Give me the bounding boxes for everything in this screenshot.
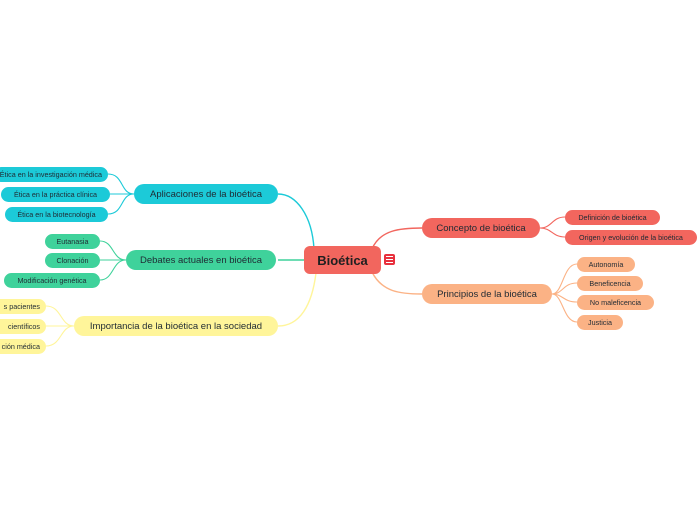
branch-debates-label: Debates actuales en bioética (140, 254, 262, 266)
concepto-child-1-label: Definición de bioética (578, 213, 647, 222)
aplicaciones-child-3[interactable]: Ética en la biotecnología (5, 207, 108, 222)
branch-importancia-label: Importancia de la bioética en la socieda… (89, 320, 263, 332)
branch-principios-label: Principios de la bioética (437, 288, 537, 300)
principios-child-2-label: Beneficencia (589, 279, 631, 288)
concepto-child-1[interactable]: Definición de bioética (565, 210, 660, 225)
importancia-child-1[interactable]: s pacientes (0, 299, 46, 314)
aplicaciones-child-2-label: Ética en la práctica clínica (13, 190, 98, 199)
importancia-child-2-label: científicos (8, 322, 40, 331)
branch-importancia[interactable]: Importancia de la bioética en la socieda… (74, 316, 278, 336)
concepto-child-2[interactable]: Origen y evolución de la bioética (565, 230, 697, 245)
principios-child-4[interactable]: Justicia (577, 315, 623, 330)
menu-icon[interactable] (384, 254, 395, 265)
principios-child-3[interactable]: No maleficencia (577, 295, 654, 310)
principios-child-3-label: No maleficencia (589, 298, 642, 307)
principios-child-2[interactable]: Beneficencia (577, 276, 643, 291)
branch-principios[interactable]: Principios de la bioética (422, 284, 552, 304)
aplicaciones-child-2[interactable]: Ética en la práctica clínica (1, 187, 110, 202)
branch-concepto[interactable]: Concepto de bioética (422, 218, 540, 238)
importancia-child-3[interactable]: ción médica (0, 339, 46, 354)
aplicaciones-child-1-label: Ética en la investigación médica (0, 170, 102, 179)
concepto-child-2-label: Origen y evolución de la bioética (579, 233, 683, 242)
principios-child-4-label: Justicia (588, 318, 612, 327)
debates-child-2-label: Clonación (56, 256, 89, 265)
importancia-child-3-label: ción médica (1, 342, 40, 351)
debates-child-3-label: Modificación genética (17, 276, 87, 285)
root-node[interactable]: Bioética (304, 246, 381, 274)
root-label: Bioética (317, 252, 368, 268)
importancia-child-1-label: s pacientes (3, 302, 40, 311)
principios-child-1-label: Autonomía (588, 260, 624, 269)
debates-child-3[interactable]: Modificación genética (4, 273, 100, 288)
debates-child-1[interactable]: Eutanasia (45, 234, 100, 249)
branch-aplicaciones-label: Aplicaciones de la bioética (150, 188, 262, 200)
aplicaciones-child-3-label: Ética en la biotecnología (17, 210, 96, 219)
debates-child-1-label: Eutanasia (56, 237, 89, 246)
importancia-child-2[interactable]: científicos (0, 319, 46, 334)
aplicaciones-child-1[interactable]: Ética en la investigación médica (0, 167, 108, 182)
debates-child-2[interactable]: Clonación (45, 253, 100, 268)
branch-debates[interactable]: Debates actuales en bioética (126, 250, 276, 270)
branch-concepto-label: Concepto de bioética (436, 222, 526, 234)
principios-child-1[interactable]: Autonomía (577, 257, 635, 272)
branch-aplicaciones[interactable]: Aplicaciones de la bioética (134, 184, 278, 204)
